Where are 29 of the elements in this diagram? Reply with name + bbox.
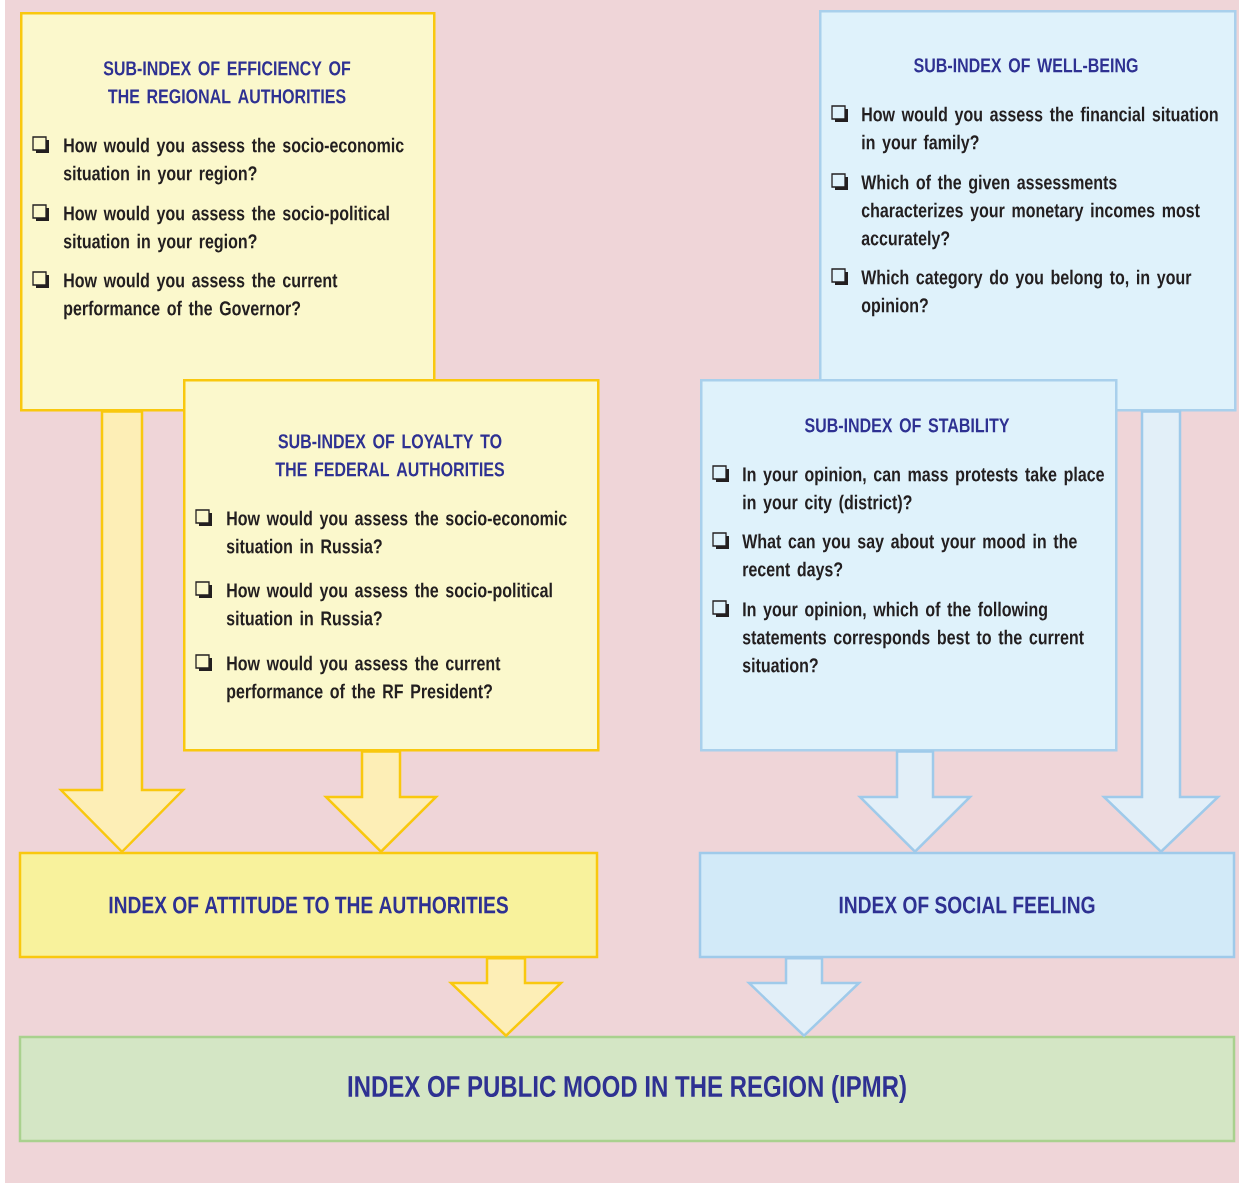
card-heading: SUB-INDEX OF WELL-BEING: [914, 58, 1138, 73]
question-text: How would you assess the socio-economic situation in your region?: [63, 137, 404, 185]
card-heading: SUB-INDEX OF EFFICIENCY OF THE REGIONAL AUTHORITIES: [103, 61, 351, 104]
question-text: How would you assess the current performance of the RF President?: [227, 655, 501, 703]
card-heading: SUB-INDEX OF STABILITY: [804, 418, 1010, 433]
question-text: How would you assess the socio-political situation in your region?: [63, 205, 389, 253]
block-arrow: [745, 957, 863, 1038]
block-arrow: [1100, 410, 1222, 854]
question-card: [20, 12, 436, 412]
block-arrow: [322, 750, 440, 854]
question-text: Which of the given assessments characterizes your monetary incomes most accurately?: [861, 174, 1200, 250]
question-card: [183, 379, 600, 752]
block-arrow: [447, 957, 565, 1038]
question-text: Which category do you belong to, in your opinion?: [861, 269, 1192, 317]
card-heading: SUB-INDEX OF LOYALTY TO THE FEDERAL AUTHORITIES: [275, 434, 505, 477]
question-text: How would you assess the socio-political situation in Russia?: [226, 582, 552, 626]
question-text: How would you assess the socio-economic situation in Russia?: [226, 510, 567, 554]
question-text: How would you assess the current performance of the Governor?: [64, 272, 338, 320]
question-card: [819, 10, 1237, 412]
question-text: In your opinion, can mass protests take place in your city (district)?: [743, 466, 1104, 514]
index-box: INDEX OF SOCIAL FEELING: [698, 851, 1236, 959]
question-text: In your opinion, which of the following statements corresponds best to the current situation?: [742, 601, 1084, 673]
question-text: What can you say about your mood in the recent days?: [742, 533, 1077, 581]
question-card: [700, 379, 1118, 752]
block-arrow: [857, 750, 974, 854]
question-text: How would you assess the financial situation in your family?: [862, 106, 1218, 154]
index-box: INDEX OF ATTITUDE TO THE AUTHORITIES: [18, 851, 599, 959]
block-arrow: [58, 410, 186, 854]
index-box: INDEX OF PUBLIC MOOD IN THE REGION (IPMR): [18, 1035, 1236, 1143]
